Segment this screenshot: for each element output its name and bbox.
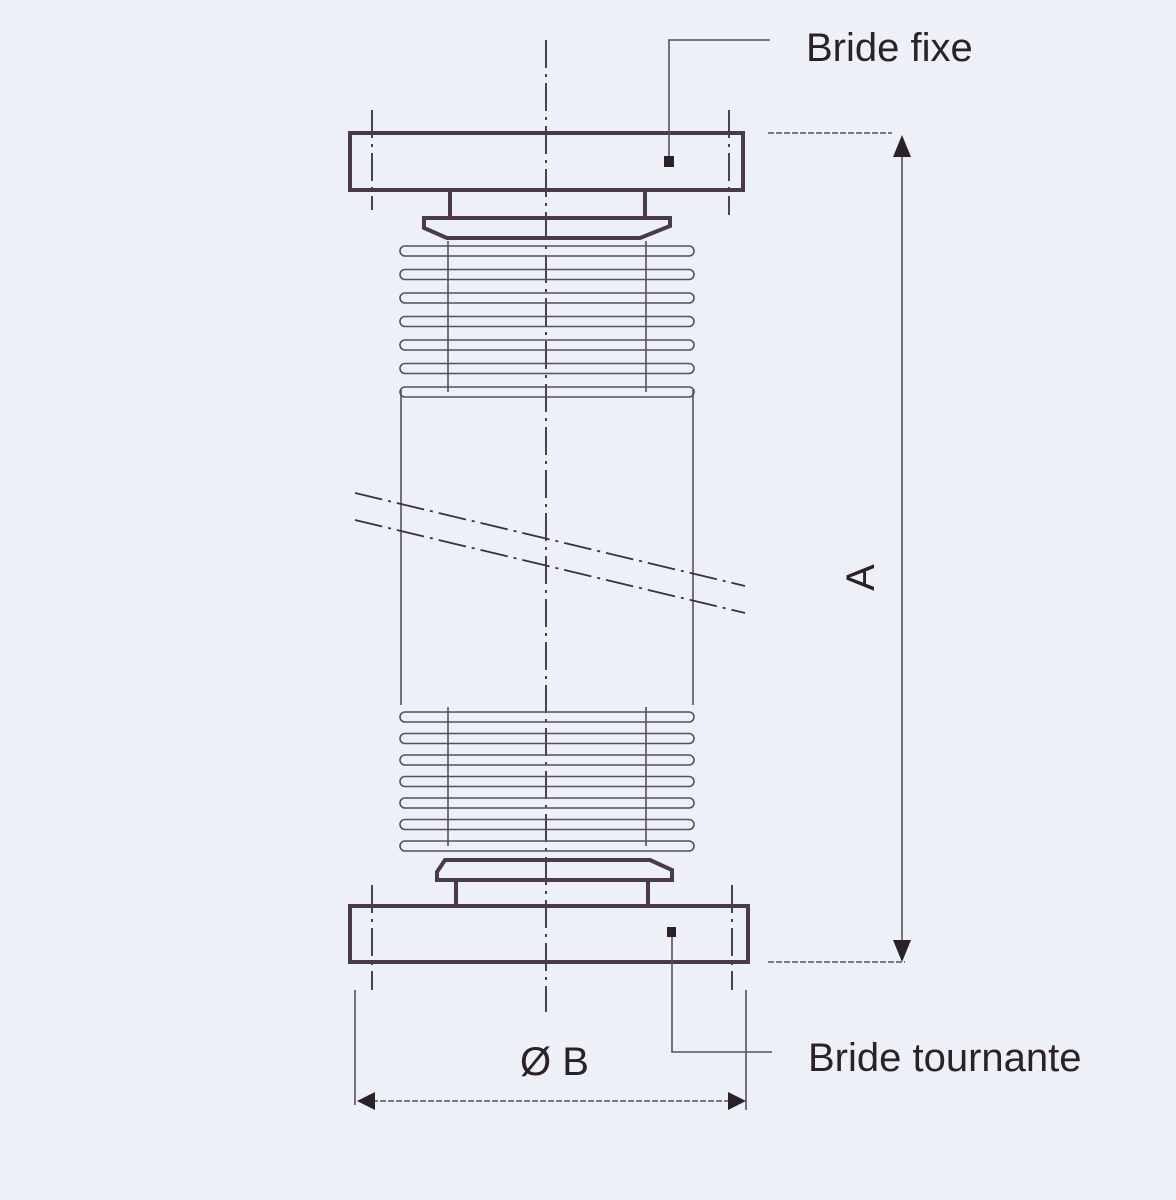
bottom-collar — [435, 858, 674, 882]
arrow-up-icon — [893, 135, 911, 157]
bellows-convolutions — [399, 241, 695, 852]
convolution — [399, 245, 695, 257]
rotating-flange — [348, 904, 750, 964]
convolution — [399, 339, 695, 351]
dimension-a-label: A — [838, 564, 883, 591]
arrow-left-icon — [357, 1092, 375, 1110]
arrow-right-icon — [728, 1092, 746, 1110]
rotating-flange-leader — [671, 937, 772, 1053]
convolution — [399, 775, 695, 788]
convolution — [399, 711, 695, 723]
convolution — [399, 732, 695, 745]
fixed-flange-marker — [664, 156, 674, 167]
rotating-flange-marker — [667, 927, 676, 937]
arrow-down-icon — [893, 940, 911, 962]
convolution — [399, 754, 695, 766]
fixed-flange — [348, 131, 745, 192]
convolution — [399, 840, 695, 852]
break-line-upper — [354, 492, 746, 587]
convolution — [399, 268, 695, 281]
convolution — [399, 818, 695, 831]
dimension-b-label: Ø B — [520, 1040, 589, 1084]
convolution — [399, 292, 695, 304]
top-collar — [422, 216, 672, 240]
fixed-flange-leader — [668, 39, 770, 156]
rotating-flange-label: Bride tournante — [808, 1036, 1082, 1080]
convolution — [399, 797, 695, 809]
break-line-lower — [354, 519, 746, 614]
fixed-flange-label: Bride fixe — [806, 26, 973, 70]
convolution — [399, 362, 695, 375]
convolution — [399, 315, 695, 328]
convolution — [399, 386, 695, 398]
